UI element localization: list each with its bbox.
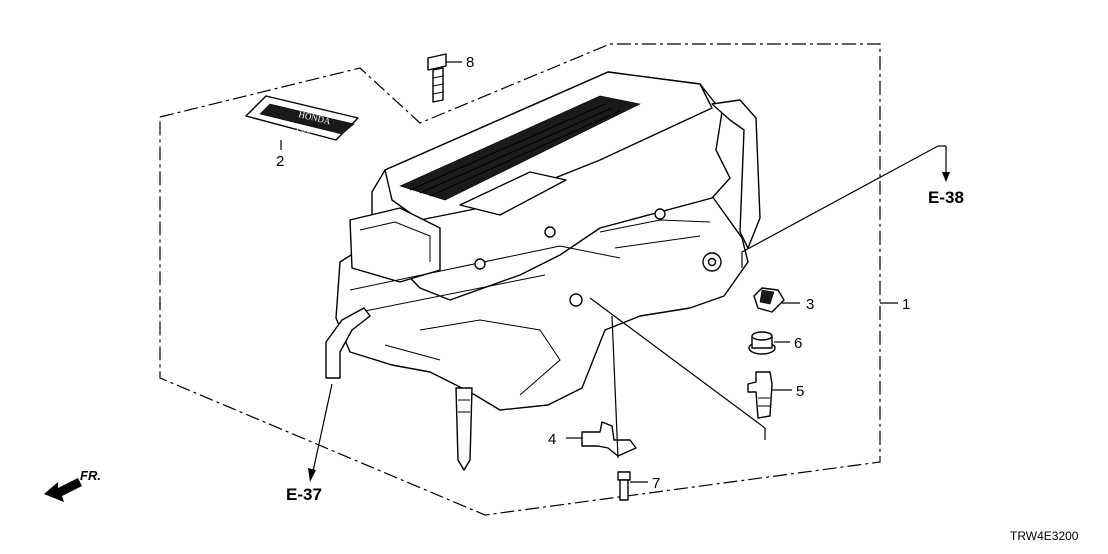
callout-5: 5 — [796, 383, 804, 400]
leader-lines — [280, 61, 950, 483]
front-arrow-icon — [44, 478, 82, 502]
reference-e38[interactable]: E-38 — [928, 188, 964, 207]
bolt-7[interactable] — [617, 471, 631, 501]
heat-sink-fins — [399, 95, 641, 201]
label-plate-line2: PCU — [296, 123, 313, 135]
callout-3: 3 — [806, 296, 814, 313]
plug-6[interactable] — [748, 331, 776, 355]
reference-e37[interactable]: E-37 — [286, 485, 322, 504]
callout-7: 7 — [652, 475, 660, 492]
callout-6: 6 — [794, 335, 802, 352]
pcu-main-unit[interactable] — [325, 71, 761, 471]
bracket-4[interactable] — [581, 421, 637, 457]
callout-labels: 8 2 3 1 6 5 4 7 — [276, 54, 910, 492]
callout-4: 4 — [548, 431, 556, 448]
direction-label: FR. — [80, 468, 101, 483]
callout-8: 8 — [466, 54, 474, 71]
clamp-3[interactable] — [753, 287, 785, 313]
fitting-5[interactable] — [747, 371, 773, 419]
callout-1: 1 — [902, 296, 910, 313]
bolt-8[interactable] — [427, 53, 447, 103]
front-direction-indicator: FR. — [44, 468, 101, 502]
callout-2: 2 — [276, 153, 284, 170]
drawing-code: TRW4E3200 — [1010, 529, 1079, 543]
assembly-boundary — [159, 43, 881, 516]
label-plate[interactable]: HONDA PCU — [245, 95, 359, 141]
